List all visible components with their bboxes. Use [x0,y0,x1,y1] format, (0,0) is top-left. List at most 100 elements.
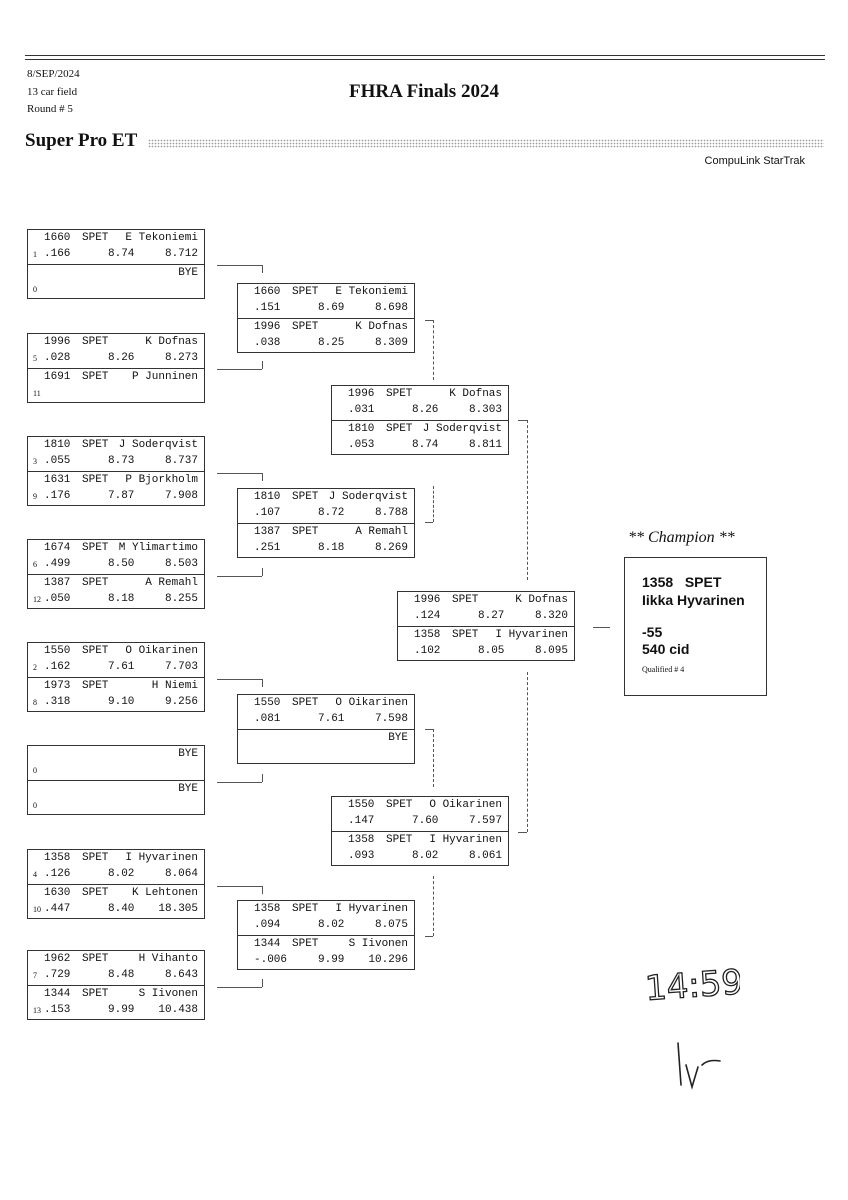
racer-speed: 8.811 [468,439,502,451]
racer-rt: .318 [44,696,71,708]
racer-seed: 11 [33,389,41,398]
racer-car: 1387 [254,526,281,538]
racer-rt: .162 [44,661,71,673]
racer-cls: SPET [82,680,109,692]
racer-car: 1358 [254,903,281,915]
slot-divider [332,831,508,832]
racer-driver: S Iivonen [348,938,408,950]
racer-car: 1358 [348,834,375,846]
racer-cls: SPET [82,474,109,486]
racer-rt: .050 [44,593,71,605]
racer-rt: .729 [44,969,71,981]
connector [425,522,433,523]
racer-speed: 8.737 [164,455,198,467]
slot-divider [238,318,414,319]
racer-speed: 8.255 [164,593,198,605]
racer-seed: 0 [33,801,37,810]
connector [593,627,610,628]
racer-et: 8.40 [108,903,135,915]
racer-seed: 2 [33,663,37,672]
racer-cls: SPET [452,594,479,606]
racer-cls: SPET [386,423,413,435]
racer-driver: H Niemi [151,680,198,692]
connector [433,876,434,936]
racer-cls: SPET [82,371,109,383]
slot-divider [28,884,204,885]
racer-car: 1344 [254,938,281,950]
slot-divider [238,729,414,730]
racer-speed: 7.597 [468,815,502,827]
connector [217,679,262,680]
racer-car: 1660 [254,286,281,298]
connector [425,320,433,321]
racer-rt: .031 [348,404,375,416]
racer-driver: K Lehtonen [131,887,198,899]
connector [262,679,263,687]
racer-speed: 8.320 [534,610,568,622]
racer-driver: K Dofnas [355,321,408,333]
racer-et: 7.61 [318,713,345,725]
racer-rt: .055 [44,455,71,467]
racer-seed: 9 [33,492,37,501]
racer-speed: 18.305 [158,903,198,915]
header-rule-top [25,55,825,56]
champion-qualified: Qualified # 4 [642,665,685,674]
racer-speed: 9.256 [164,696,198,708]
slot-divider [28,677,204,678]
racer-car: 1810 [348,423,375,435]
handwritten-time: 14:59 [643,962,740,1010]
racer-seed: 12 [33,595,41,604]
racer-et: 8.27 [478,610,505,622]
racer-cls: SPET [386,388,413,400]
connector [262,568,263,576]
champion-name: Iikka Hyvarinen [642,592,745,608]
connector [217,782,262,783]
connector [425,936,433,937]
racer-cls: SPET [386,799,413,811]
slot-divider [398,626,574,627]
racer-driver: O Oikarinen [335,697,408,709]
racer-cls: SPET [82,852,109,864]
racer-slot-bottom: BYE [238,730,414,764]
racer-driver: K Dofnas [449,388,502,400]
racer-driver: M Ylimartimo [118,542,198,554]
racer-driver: J Soderqvist [118,439,198,451]
racer-cls: SPET [82,953,109,965]
racer-et: 8.18 [318,542,345,554]
racer-driver: I Hyvarinen [125,852,198,864]
connector [262,886,263,894]
racer-cls: SPET [82,645,109,657]
racer-car: 1631 [44,474,71,486]
racer-driver: E Tekoniemi [335,286,408,298]
slot-divider [28,471,204,472]
racer-cls: SPET [386,834,413,846]
racer-car: 1996 [414,594,441,606]
racer-rt: .176 [44,490,71,502]
racer-speed: 8.788 [374,507,408,519]
racer-driver: I Hyvarinen [429,834,502,846]
racer-et: 8.50 [108,558,135,570]
racer-rt: .166 [44,248,71,260]
racer-et: 8.02 [108,868,135,880]
racer-speed: 8.309 [374,337,408,349]
racer-speed: 8.643 [164,969,198,981]
racer-seed: 0 [33,285,37,294]
racer-seed: 10 [33,905,41,914]
